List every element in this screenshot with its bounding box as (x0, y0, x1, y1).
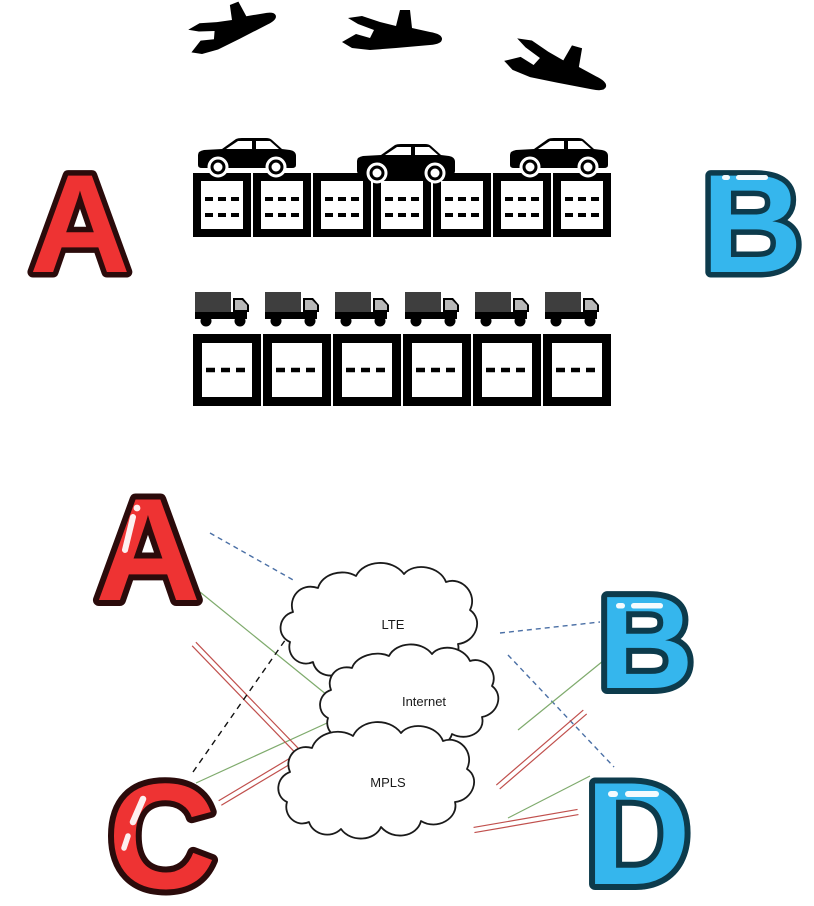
link-c-mpls[interactable] (218, 757, 294, 806)
link-c-mpls-rail-1 (221, 761, 294, 806)
cloud-mpls[interactable]: MPLS (277, 721, 475, 840)
link-c-lte-stroke (192, 625, 296, 773)
link-mpls-d2-rail-2 (473, 808, 578, 829)
link-mpls-b[interactable] (495, 709, 588, 790)
site-c-glyph: C (108, 752, 216, 906)
cloud-lte-label: LTE (382, 617, 405, 632)
site-a-highlight-dot (133, 504, 141, 512)
link-mpls-d2-rail-1 (474, 813, 579, 834)
site-b[interactable]: B B (592, 563, 699, 722)
site-c-highlight-1 (129, 795, 147, 826)
site-a-highlight (122, 514, 136, 553)
site-c[interactable]: C C (102, 746, 222, 906)
link-a-internet[interactable] (199, 591, 328, 696)
link-mpls-d-stroke (507, 775, 591, 819)
site-c-fill: C (108, 752, 216, 906)
letter-b-highlight-2 (736, 175, 768, 180)
link-a-mpls[interactable] (191, 641, 307, 761)
letter-b-fill: B (701, 145, 802, 302)
cloud-internet-label: Internet (402, 694, 446, 709)
link-mpls-b-rail-1 (499, 713, 588, 790)
link-lte-b[interactable] (499, 621, 601, 634)
link-a-mpls-rail-1 (191, 645, 303, 761)
site-d-highlight-2 (625, 791, 659, 797)
letter-a-glyph: A (29, 145, 130, 302)
letter-a-highlight (39, 187, 50, 225)
link-internet-d[interactable] (507, 654, 615, 768)
site-d[interactable]: D D (579, 746, 696, 906)
site-b-highlight-2 (631, 603, 663, 609)
airplane-icon-3 (501, 28, 615, 98)
cloud-mpls-label: MPLS (370, 775, 406, 790)
site-d-fill: D (585, 752, 690, 906)
link-internet-b[interactable] (517, 660, 604, 731)
link-c-internet[interactable] (195, 717, 339, 784)
site-b-fill: B (598, 569, 693, 716)
link-a-lte-stroke (209, 532, 296, 582)
link-a-lte[interactable] (209, 532, 296, 582)
site-a[interactable]: A A (89, 462, 206, 637)
endpoint-letter-b-top: B B (696, 140, 808, 308)
site-d-glyph: D (585, 752, 690, 906)
link-c-lte[interactable] (192, 625, 296, 773)
letter-b-highlight-1 (722, 175, 730, 180)
site-b-glyph: B (598, 569, 693, 716)
site-d-highlight-1 (608, 791, 618, 797)
link-lte-b-stroke (499, 621, 601, 634)
link-mpls-d2[interactable] (473, 808, 579, 834)
link-internet-d-stroke (507, 654, 615, 768)
site-a-glyph: A (95, 468, 200, 631)
link-c-mpls-rail-2 (218, 757, 291, 802)
link-a-internet-stroke (199, 591, 328, 696)
link-c-internet-stroke (195, 717, 339, 784)
letter-a-highlight-dot (47, 179, 53, 185)
site-b-highlight-1 (616, 603, 625, 609)
link-mpls-b-rail-2 (495, 709, 584, 786)
link-internet-b-stroke (517, 660, 604, 731)
link-a-mpls-rail-2 (195, 641, 307, 757)
site-c-highlight-2 (121, 833, 131, 851)
site-a-fill: A (95, 468, 200, 631)
letter-b-glyph: B (701, 145, 802, 302)
cloud-internet[interactable]: Internet (319, 643, 500, 751)
link-mpls-d[interactable] (507, 775, 591, 819)
